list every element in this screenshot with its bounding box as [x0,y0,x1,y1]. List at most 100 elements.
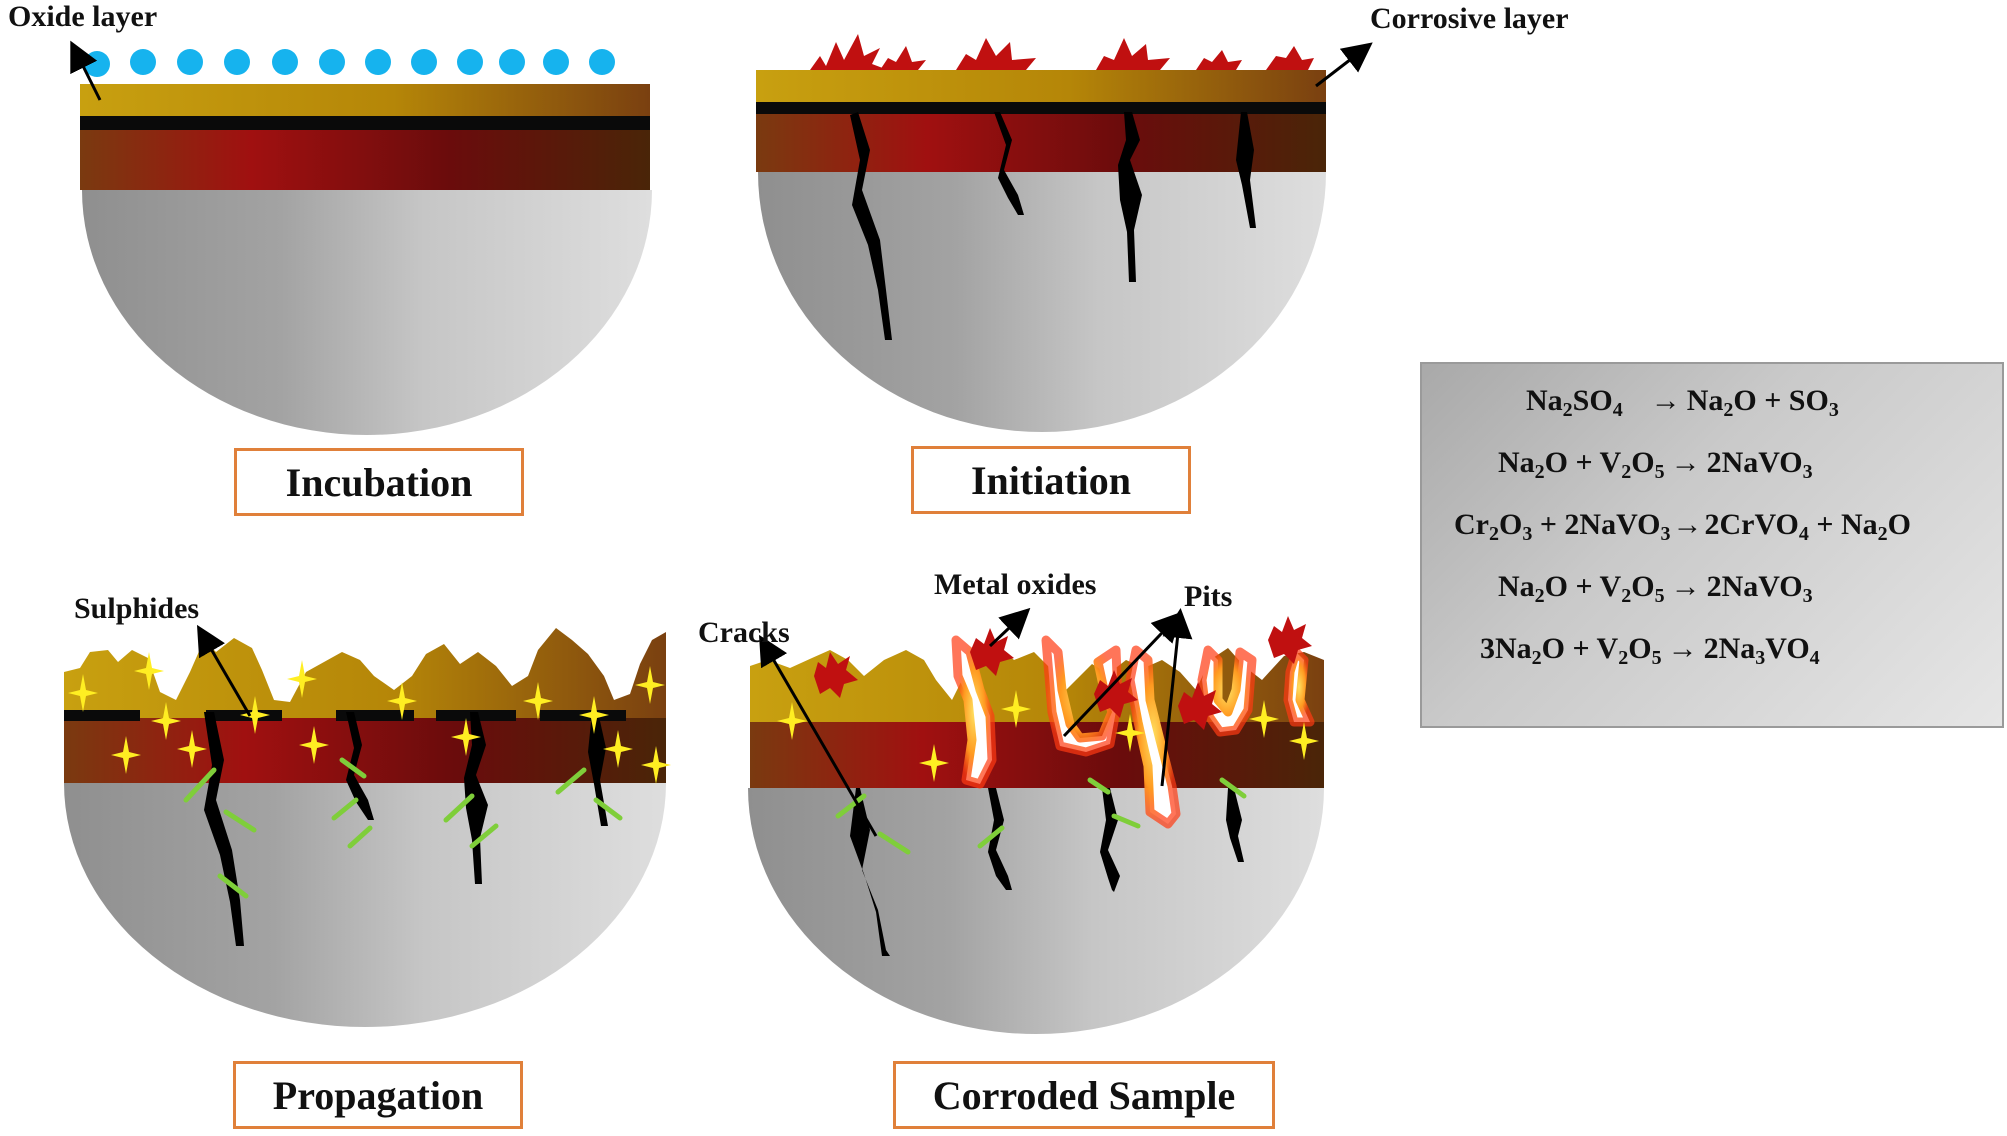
reaction-equations-box: Na2SO4→Na2O + SO3 Na2O + V2O5→2NaVO3 Cr2… [1420,362,2004,728]
oxide-droplet [319,49,345,75]
metal-oxide-deposit [1178,682,1222,730]
sulphide-star [641,746,671,784]
crack [850,788,890,956]
formula-text: 2Na [1703,632,1756,665]
sulphide-star [299,726,329,764]
scale-layer [756,112,1326,172]
subscript: 4 [1809,647,1820,669]
subscript: 2 [1534,585,1545,607]
incubation-stage-label: Incubation [234,448,524,516]
pit [1041,635,1123,757]
sulphide-star [134,652,164,690]
reaction-rhs: 2NaVO3 [1707,570,1813,607]
oxide-droplets [84,49,615,77]
formula-text: O [1498,508,1523,541]
oxide-droplet [224,49,250,75]
oxide-layer-label: Oxide layer [8,0,158,33]
subscript: 3 [1660,523,1671,545]
subscript: 5 [1654,461,1665,483]
reaction-2: Na2O + V2O5→2NaVO3 [1498,446,1813,484]
metal-substrate [748,788,1324,1034]
pits-label: Pits [1184,580,1233,613]
crack [988,788,1012,890]
crack [464,712,488,884]
subscript: 2 [1621,585,1632,607]
formula-text: O + SO [1733,384,1829,417]
crack [850,112,892,340]
oxide-droplet [130,49,156,75]
reaction-lhs: Na2O + V2O5 [1498,570,1665,607]
formula-text: Na [1498,446,1535,479]
formula-text: O + V [1544,570,1622,603]
pit [1283,647,1315,727]
corrosive-deposit [810,34,888,70]
sulphide-star [287,660,317,698]
sulphide-star [177,730,207,768]
sulphide-star [523,682,553,720]
crack [1236,112,1256,228]
sulphide-star [387,682,417,720]
metal-oxide-deposit [814,652,858,698]
subscript: 2 [1877,523,1888,545]
formula-text: 2NaVO [1706,446,1803,479]
reaction-5: 3Na2O + V2O5→2Na3VO4 [1480,632,1820,670]
metal-oxides-arrow [988,607,1031,648]
pits-arrow [1062,611,1183,738]
oxide-droplet [411,49,437,75]
subscript: 5 [1654,585,1665,607]
metal-oxide-deposit [1268,616,1312,664]
reaction-lhs: 3Na2O + V2O5 [1480,632,1662,669]
formula-text: O [1628,632,1652,665]
crack [1226,788,1244,862]
oxide-droplet [589,49,615,75]
sulphide-stars [777,690,1319,782]
propagation-stage-label: Propagation [233,1061,523,1129]
pits-arrow [1160,608,1193,787]
green-shard [223,809,257,833]
green-shard [347,825,373,849]
corrosive-deposit [1096,38,1170,70]
sulphide-star [151,702,181,740]
corrosive-deposit [956,38,1036,70]
formula-text: + 2NaVO [1532,508,1661,541]
corrosive-deposit [880,46,926,70]
corrosive-layer-arrow [1315,42,1373,88]
formula-text: Na [1526,384,1563,417]
metal-oxide-deposit [970,628,1014,676]
green-shards [835,777,1247,855]
formula-text: O + V [1544,446,1622,479]
initiation-panel [756,34,1373,432]
reaction-4: Na2O + V2O5→2NaVO3 [1498,570,1813,608]
propagation-panel [64,624,671,1027]
reaction-lhs: Cr2O3 + 2NaVO3 [1454,508,1671,545]
arrow-icon: → [1670,446,1701,479]
subscript: 2 [1621,461,1632,483]
cracks-label: Cracks [698,616,790,649]
formula-text: 2CrVO [1704,508,1799,541]
green-shard [977,825,1005,849]
interface-line [80,116,650,130]
metal-oxides-label: Metal oxides [934,568,1097,601]
subscript: 3 [1828,399,1839,421]
formula-text: O + V [1541,632,1619,665]
sulphide-star [240,696,270,734]
sulphide-star [68,674,98,712]
formula-text: + Na [1808,508,1878,541]
arrow-icon: → [1672,508,1703,541]
formula-text: O [1631,446,1655,479]
sulphides-arrow [196,624,252,717]
sulphide-star [635,666,665,704]
crack [1118,112,1142,282]
arrow-icon: → [1650,384,1681,417]
subscript: 2 [1531,647,1542,669]
reaction-lhs: Na2SO4 [1526,384,1623,421]
reaction-1: Na2SO4→Na2O + SO3 [1526,384,1839,422]
subscript: 4 [1612,399,1623,421]
corrosive-deposits [810,34,1314,70]
green-shard [339,757,367,779]
crack [588,712,608,826]
green-shard [183,767,217,803]
incubation-panel [70,40,652,435]
scale-layer [80,128,650,190]
